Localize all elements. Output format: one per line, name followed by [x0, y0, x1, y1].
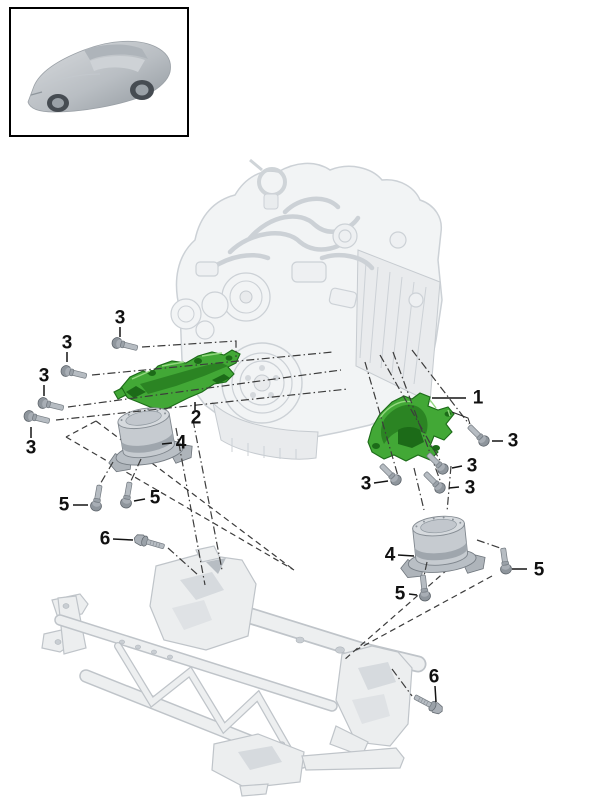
bolt-3-icon — [110, 335, 140, 354]
bolt-5-icon — [119, 480, 136, 510]
callout-label-3[interactable]: 3 — [25, 437, 37, 459]
callout-label-3[interactable]: 3 — [114, 307, 126, 329]
bolt-3-icon — [464, 421, 492, 449]
callout-label-3[interactable]: 3 — [38, 365, 50, 387]
callout-label-6[interactable]: 6 — [428, 666, 440, 688]
callout-label-3[interactable]: 3 — [507, 430, 519, 452]
bolt-3-icon — [22, 408, 52, 427]
engine-support-bracket-left — [113, 349, 241, 411]
car-icon — [27, 40, 171, 113]
callout-label-5[interactable]: 5 — [394, 583, 406, 605]
callout-label-2[interactable]: 2 — [190, 407, 202, 429]
callout-label-4[interactable]: 4 — [175, 432, 187, 454]
callout-label-5[interactable]: 5 — [149, 487, 161, 509]
engine-illustration — [170, 158, 443, 460]
bolt-5-icon — [497, 546, 513, 576]
callout-label-3[interactable]: 3 — [466, 455, 478, 477]
callout-label-4[interactable]: 4 — [384, 544, 396, 566]
subframe — [41, 545, 427, 797]
bolt-3-icon — [59, 363, 89, 382]
bolt-3-icon — [376, 460, 404, 488]
callout-label-1[interactable]: 1 — [472, 387, 484, 409]
engine-mount-right — [395, 511, 488, 581]
callout-label-5[interactable]: 5 — [58, 494, 70, 516]
bolt-6-icon — [411, 691, 446, 717]
leader-lines — [55, 340, 501, 697]
bolt-5-icon — [89, 483, 106, 513]
callout-label-5[interactable]: 5 — [533, 559, 545, 581]
callout-label-3[interactable]: 3 — [360, 473, 372, 495]
callout-label-6[interactable]: 6 — [99, 528, 111, 550]
vehicle-thumbnail — [9, 7, 189, 137]
callout-connectors — [30, 327, 527, 703]
callout-label-3[interactable]: 3 — [464, 477, 476, 499]
lifting-hook-icon — [249, 158, 287, 210]
callout-label-3[interactable]: 3 — [61, 332, 73, 354]
bolt-3-icon — [36, 395, 66, 414]
bolt-6-icon — [132, 532, 166, 553]
bolt-5-icon — [416, 574, 432, 603]
